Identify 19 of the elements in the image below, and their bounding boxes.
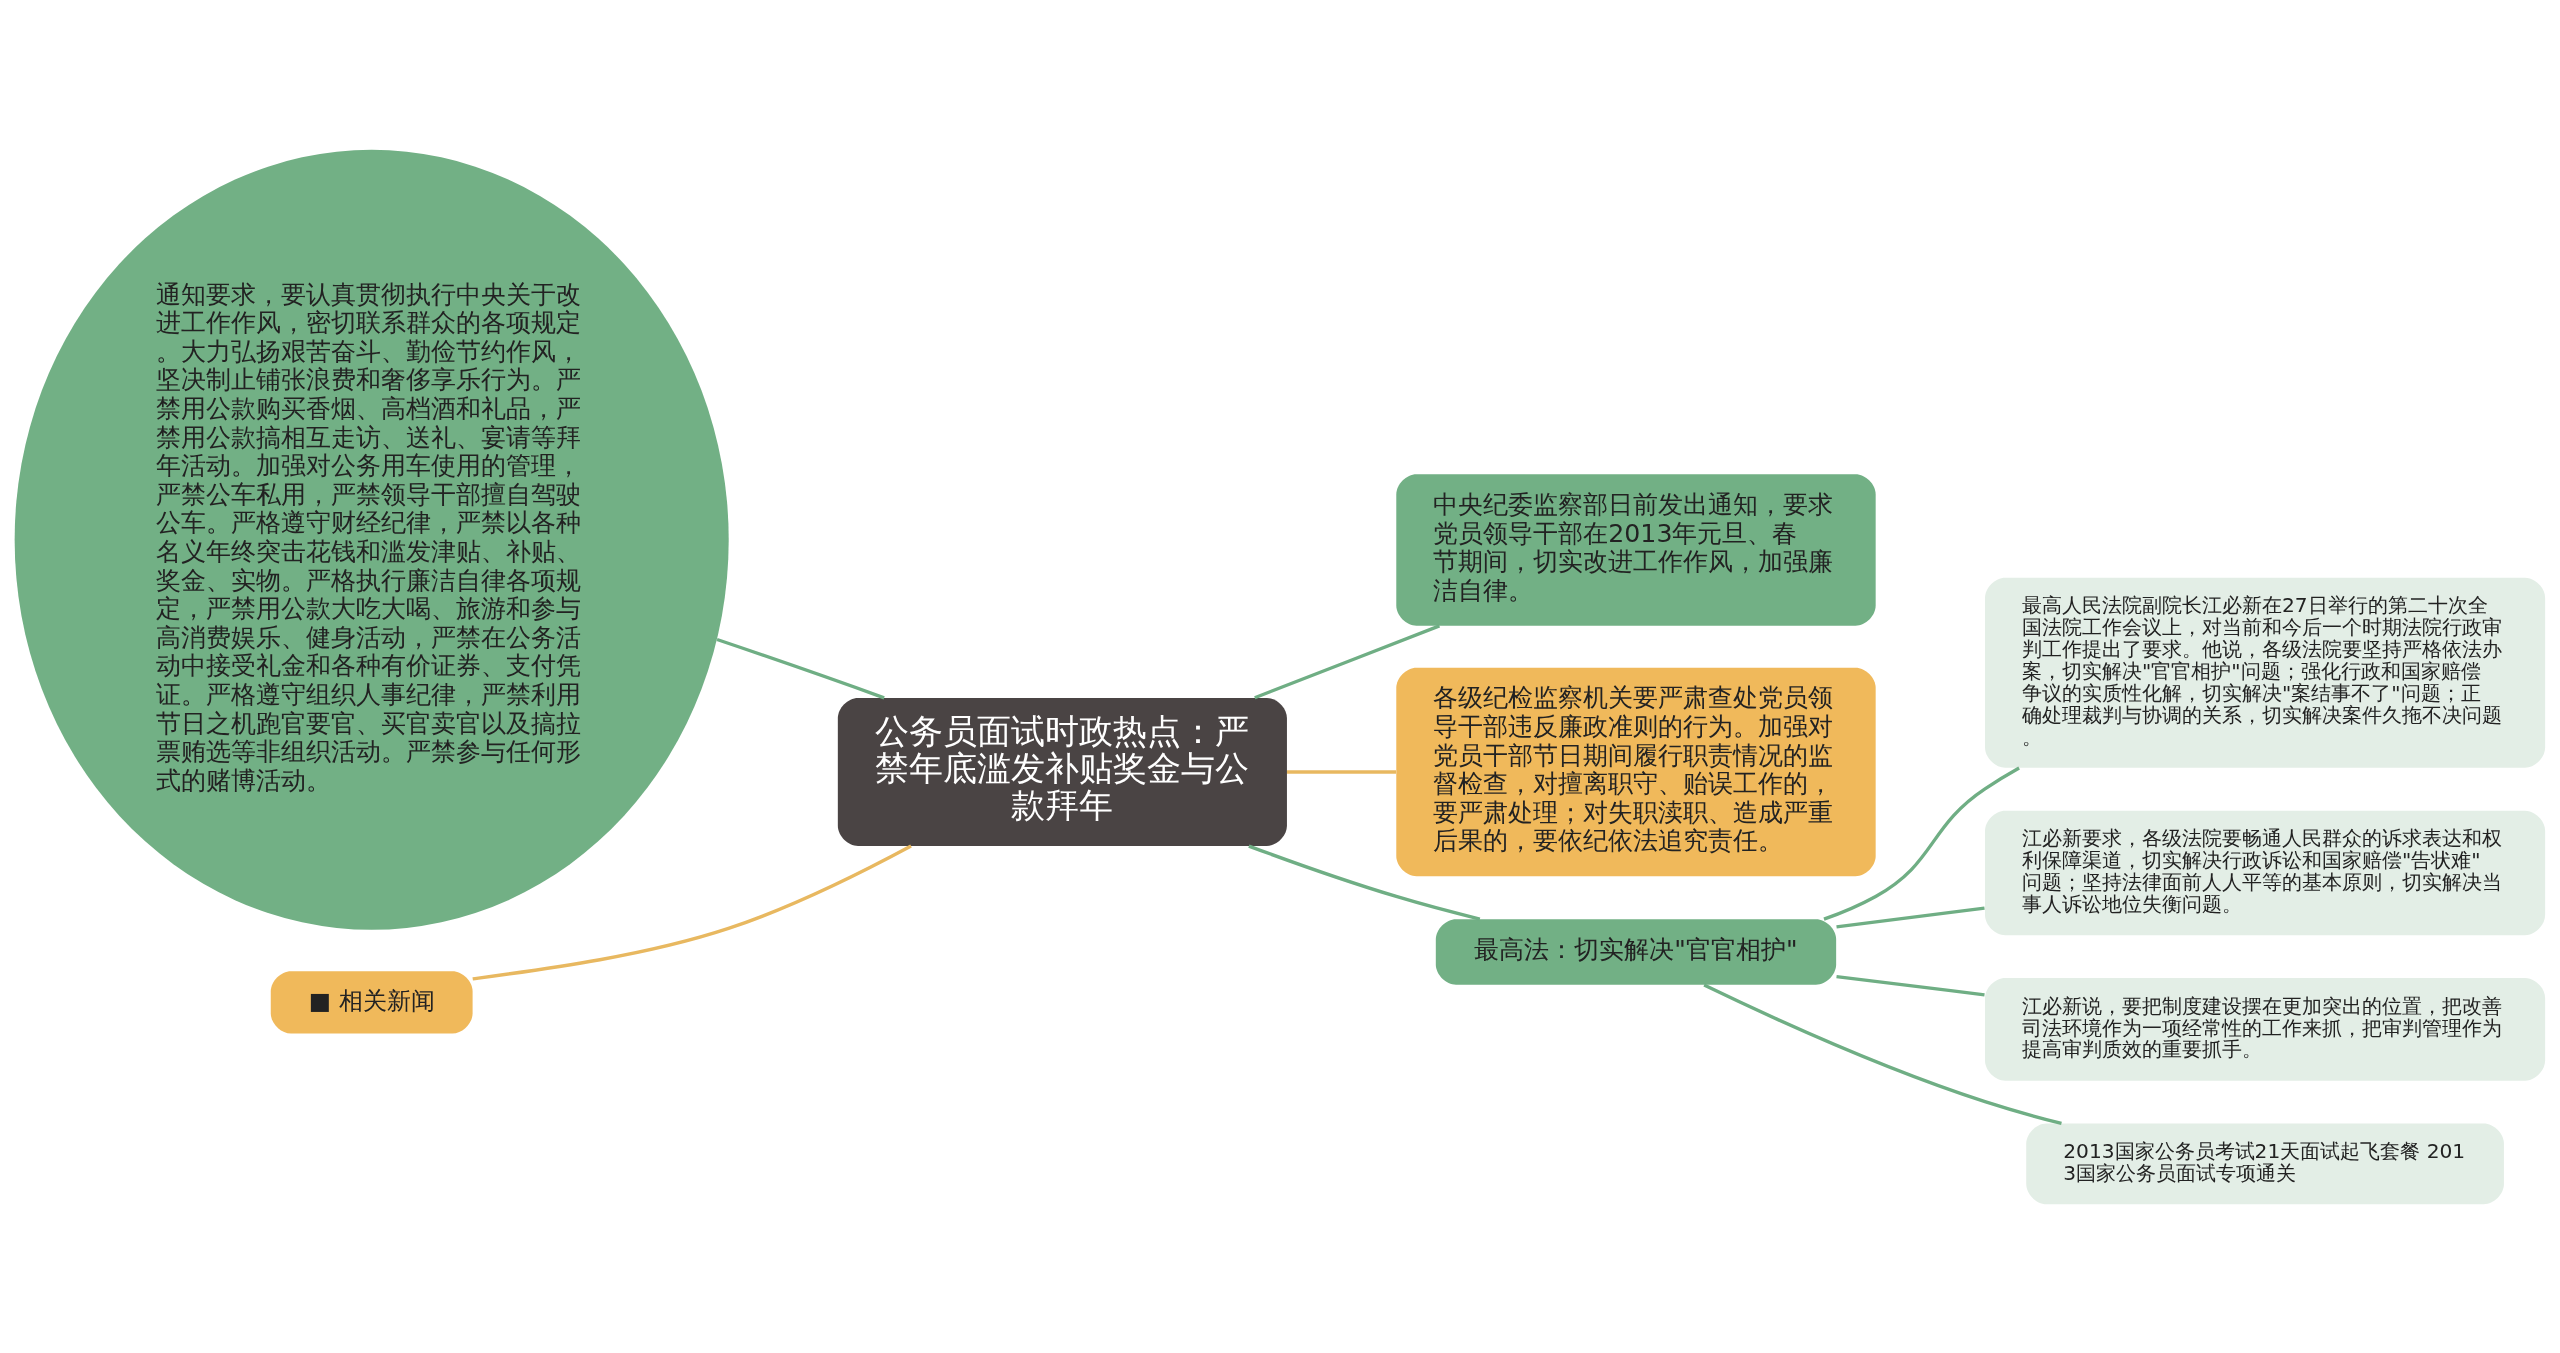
connector (472, 844, 912, 981)
node-box: 最高人民法院副院长江必新在27日举行的第二十次全国法院工作会议上，对当前和今后一个时期法院行政审判工作提出了要求。他说，各级法院要坚持严格依法办案，切实解决"官官相护"问题；强化行政和国家赔偿争议的实质性化解，切实解决"案结事不了"问题；正确处理裁判与协调的关系，切实解决案件久拖不决问题。 (1985, 577, 2546, 768)
connector (716, 637, 885, 699)
connector (1836, 905, 1985, 928)
connector (1823, 766, 2020, 921)
node-box: 最高法：切实解决"官官相护" (1435, 918, 1837, 985)
node-box: 江必新说，要把制度建设摆在更加突出的位置，把改善司法环境作为一项经常性的工作来抓，把审判管理作为提高审判质效的重要抓手。 (1985, 977, 2546, 1081)
node-box: 2013国家公务员考试21天面试起飞套餐 2013国家公务员面试专项通关 (2026, 1123, 2504, 1204)
connector (1287, 769, 1396, 774)
connector (1248, 844, 1481, 921)
connector (1703, 983, 2062, 1125)
node-box: 各级纪检监察机关要严肃查处党员领导干部违反廉政准则的行为。加强对党员干部节日期间履行职责情况的监督检查，对擅离职守、贻误工作的，要严肃处理；对失职渎职、造成严重后果的，要依纪依法追究责任。 (1396, 667, 1876, 876)
connector (1254, 623, 1441, 699)
node-box: 公务员面试时政热点：严禁年底滥发补贴奖金与公款拜年 (837, 697, 1287, 846)
node-box: ■ 相关新闻 (270, 970, 473, 1034)
node-box: 江必新要求，各级法院要畅通人民群众的诉求表达和权利保障渠道，切实解决行政诉讼和国家赔偿"告状难"问题；坚持法律面前人人平等的基本原则，切实解决当事人诉讼地位失衡问题。 (1985, 810, 2546, 935)
node-box: 中央纪委监察部日前发出通知，要求党员领导干部在2013年元旦、春节期间，切实改进工作作风，加强廉洁自律。 (1396, 473, 1876, 626)
connector (1836, 974, 1985, 996)
node-circle: 通知要求，要认真贯彻执行中央关于改进工作作风，密切联系群众的各项规定。大力弘扬艰苦奋斗、勤俭节约作风，坚决制止铺张浪费和奢侈享乐行为。严禁用公款购买香烟、高档酒和礼品，严禁用公款搞相互走访、送礼、宴请等拜年活动。加强对公务用车使用的管理，严禁公车私用，严禁领导干部擅自驾驶公车。严格遵守财经纪律，严禁以各种名义年终突击花钱和滥发津贴、补贴、奖金、实物。严格执行廉洁自律各项规定，严禁用公款大吃大喝、旅游和参与高消费娱乐、健身活动，严禁在公务活动中接受礼金和各种有价证券、支付凭证。严格遵守组织人事纪律，严禁利用节日之机跑官要官、买官卖官以及搞拉票贿选等非组织活动。严禁参与任何形式的赌博活动。 (14, 149, 729, 930)
